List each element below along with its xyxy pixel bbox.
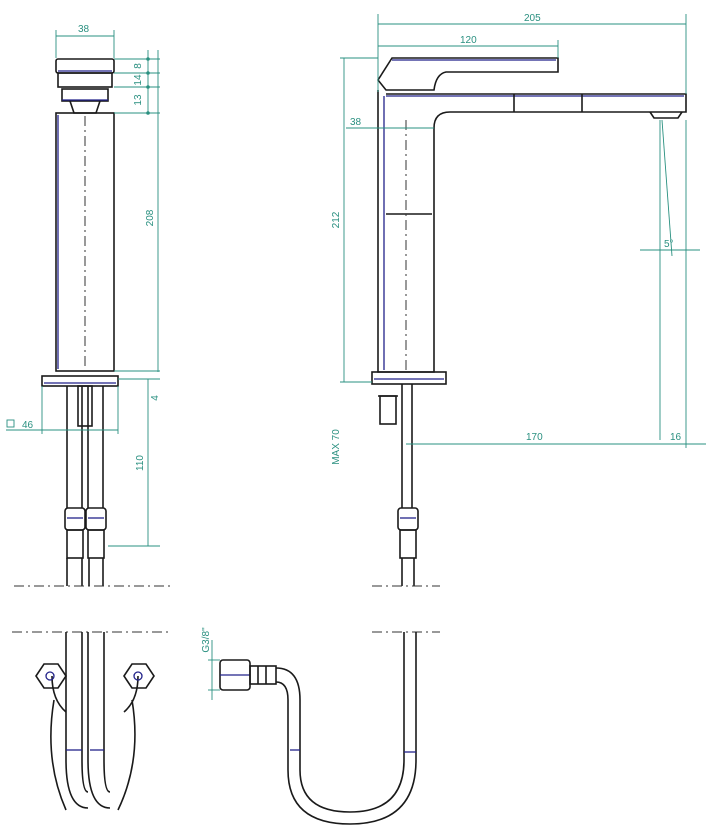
front-view [14,58,170,587]
dim-hose-110: 110 [135,455,146,471]
dim-top-13: 13 [133,94,144,106]
dim-base-4: 4 [150,395,161,401]
dim-body-height: 208 [145,209,156,226]
dim-base-square: 46 [22,420,34,431]
dim-lever-length: 120 [460,35,477,46]
dim-spout-16: 16 [670,432,682,443]
side-lever [377,57,559,91]
side-dimensions: 205 120 38 212 MAX 70 5° 170 16 [331,13,706,465]
dim-spout-170: 170 [526,432,543,443]
front-base [41,375,119,387]
side-body [377,90,687,373]
dim-side-38: 38 [350,117,362,128]
front-dimensions: 38 8 14 13 208 4 110 46 [6,24,161,547]
dim-total-length: 205 [524,13,541,24]
dim-max-70: MAX 70 [331,429,342,465]
dim-top-14: 14 [133,74,144,86]
front-cartridge [57,72,113,88]
dim-top-8: 8 [133,63,144,69]
front-body [55,112,115,372]
side-base [371,371,447,385]
side-view [371,57,687,587]
hose-pair-detail [12,631,170,811]
dim-angle: 5° [664,239,674,250]
side-aerator [649,111,683,119]
hose-bend-detail: G3/8" [201,627,440,825]
dim-front-width: 38 [78,24,90,35]
side-hose [397,384,419,586]
front-hoses [64,386,107,586]
dim-side-height: 212 [331,211,342,228]
dim-thread: G3/8" [201,627,212,653]
